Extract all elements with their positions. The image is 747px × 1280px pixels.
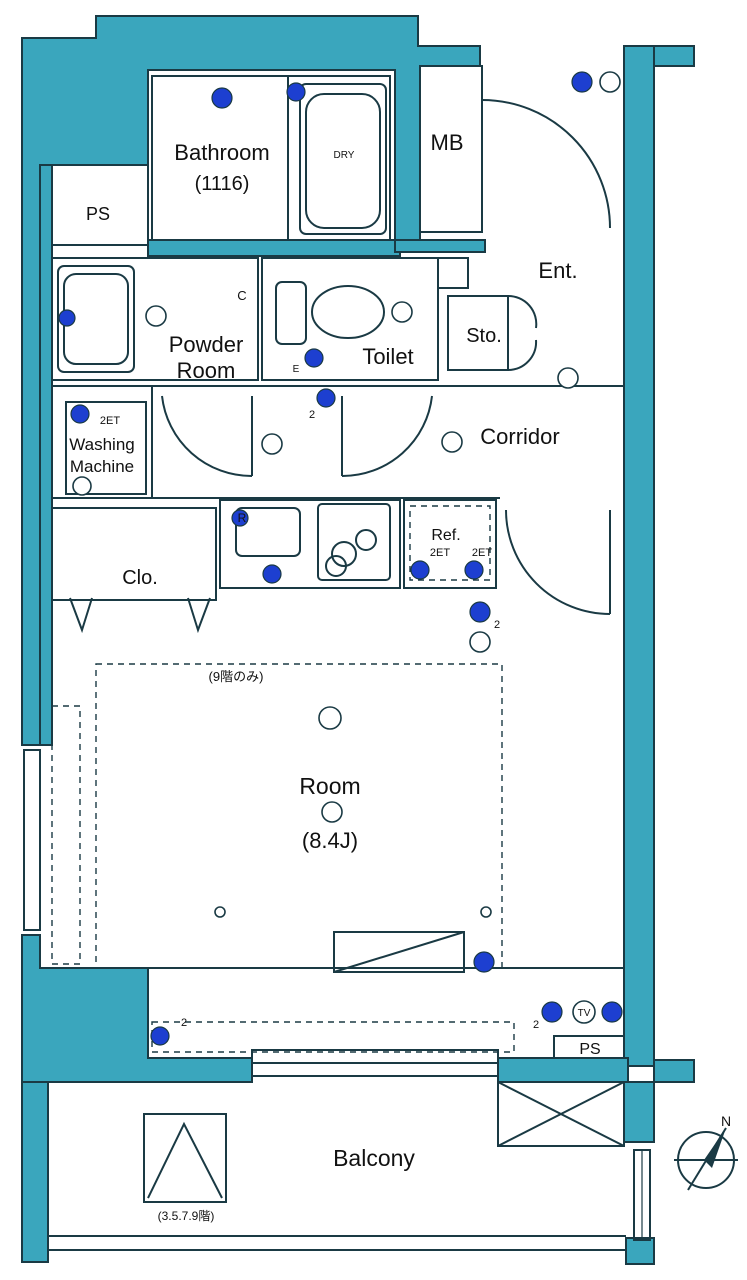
doors-and-fixtures: [23, 83, 651, 1251]
corridor-label: Corridor: [480, 424, 559, 449]
balcony-label: Balcony: [333, 1145, 415, 1171]
outlet-count-c: 2: [181, 1017, 187, 1029]
bathroom-label: Bathroom: [174, 140, 269, 165]
pipe-space-top-label: PS: [86, 204, 110, 224]
balcony-note-label: (3.5.7.9階): [158, 1208, 215, 1223]
ref-et-label-1: 2ET: [430, 547, 450, 559]
entrance-label: Ent.: [538, 258, 577, 283]
compass-north-arrow: N: [674, 1113, 738, 1191]
washing-machine-label: Washing: [69, 435, 135, 454]
meter-box-label: MB: [431, 130, 464, 155]
outlet-count-b: 2: [494, 619, 500, 631]
ref-et-label-2: 2ET: [472, 547, 492, 559]
room-labels: Bathroom (1116) MB PS Ent. Sto. Powder R…: [69, 130, 600, 1223]
bathroom-size-label: (1116): [195, 173, 250, 195]
interior-walls: [51, 65, 625, 1059]
storage-label: Sto.: [466, 325, 502, 347]
room-label: Room: [299, 773, 360, 799]
r-fixture-label: R: [238, 511, 247, 525]
electrical-symbols: [58, 71, 623, 1046]
toilet-label: Toilet: [362, 344, 413, 369]
floor-note-label: (9階のみ): [209, 669, 264, 684]
powder-room-label-2: Room: [177, 358, 236, 383]
tv-outlet-label: TV: [578, 1008, 591, 1019]
e-outlet-label: E: [293, 364, 300, 375]
outlet-count-a: 2: [309, 409, 315, 421]
compass-north-label: N: [721, 1113, 731, 1129]
pipe-space-bottom-label: PS: [579, 1041, 600, 1058]
closet-label: Clo.: [122, 567, 158, 589]
exterior-walls: [21, 15, 695, 1265]
washing-et-label: 2ET: [100, 415, 120, 427]
c-fixture-label: C: [237, 288, 246, 303]
washing-machine-label-2: Machine: [70, 457, 134, 476]
refrigerator-label: Ref.: [431, 527, 460, 544]
outlet-count-d: 2: [533, 1019, 539, 1031]
powder-room-label: Powder: [169, 332, 244, 357]
dryer-label: DRY: [334, 150, 355, 161]
room-size-label: (8.4J): [302, 828, 358, 853]
fixture-labels: DRY C R TV 2ET 2ET 2ET 2 2 2 2 E: [100, 150, 591, 1031]
